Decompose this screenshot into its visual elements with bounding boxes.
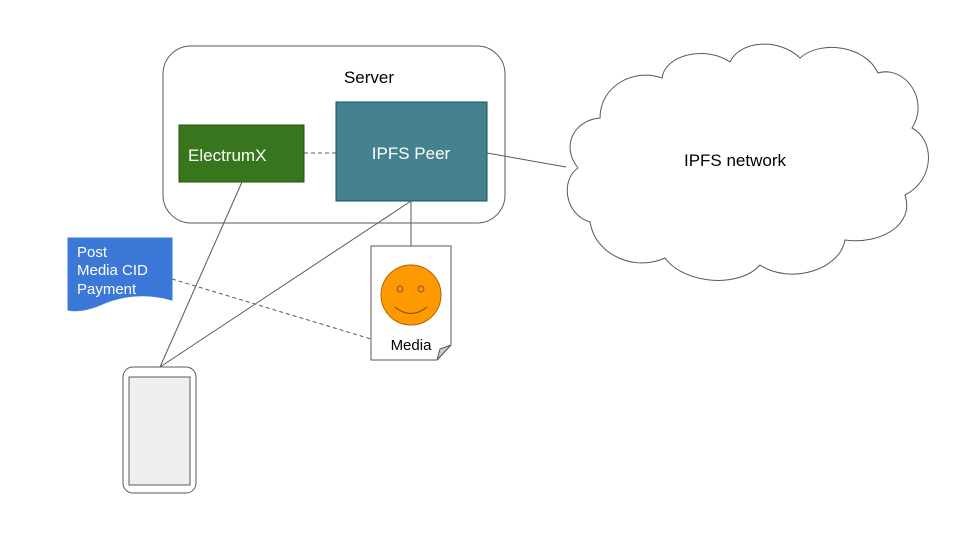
ipfs-peer-box [335,101,488,202]
smiley-eye-left-icon [396,285,404,293]
post-note-line-1: Post [77,244,108,261]
post-note-line-3: Payment [77,281,137,298]
note-media-link [171,278,372,340]
phone-electrumx-link [159,181,243,368]
phone-peer-link [159,200,412,368]
smiley-icon [380,264,442,326]
post-note-line-2: Media CID [77,262,148,279]
media-document-fold [436,344,452,361]
smiley-mouth-icon [394,306,428,314]
ipfs-peer-label: IPFS Peer [372,144,451,163]
ipfs-network-cloud [566,43,929,281]
server-label: Server [344,68,394,87]
electrumx-box [178,124,305,183]
peer-network-link [486,152,567,168]
phone-screen [128,376,191,486]
media-label: Media [391,337,433,354]
ipfs-network-label: IPFS network [684,151,787,170]
electrumx-label: ElectrumX [188,146,266,165]
smiley-eye-right-icon [417,285,425,293]
post-note-shape [67,237,173,312]
